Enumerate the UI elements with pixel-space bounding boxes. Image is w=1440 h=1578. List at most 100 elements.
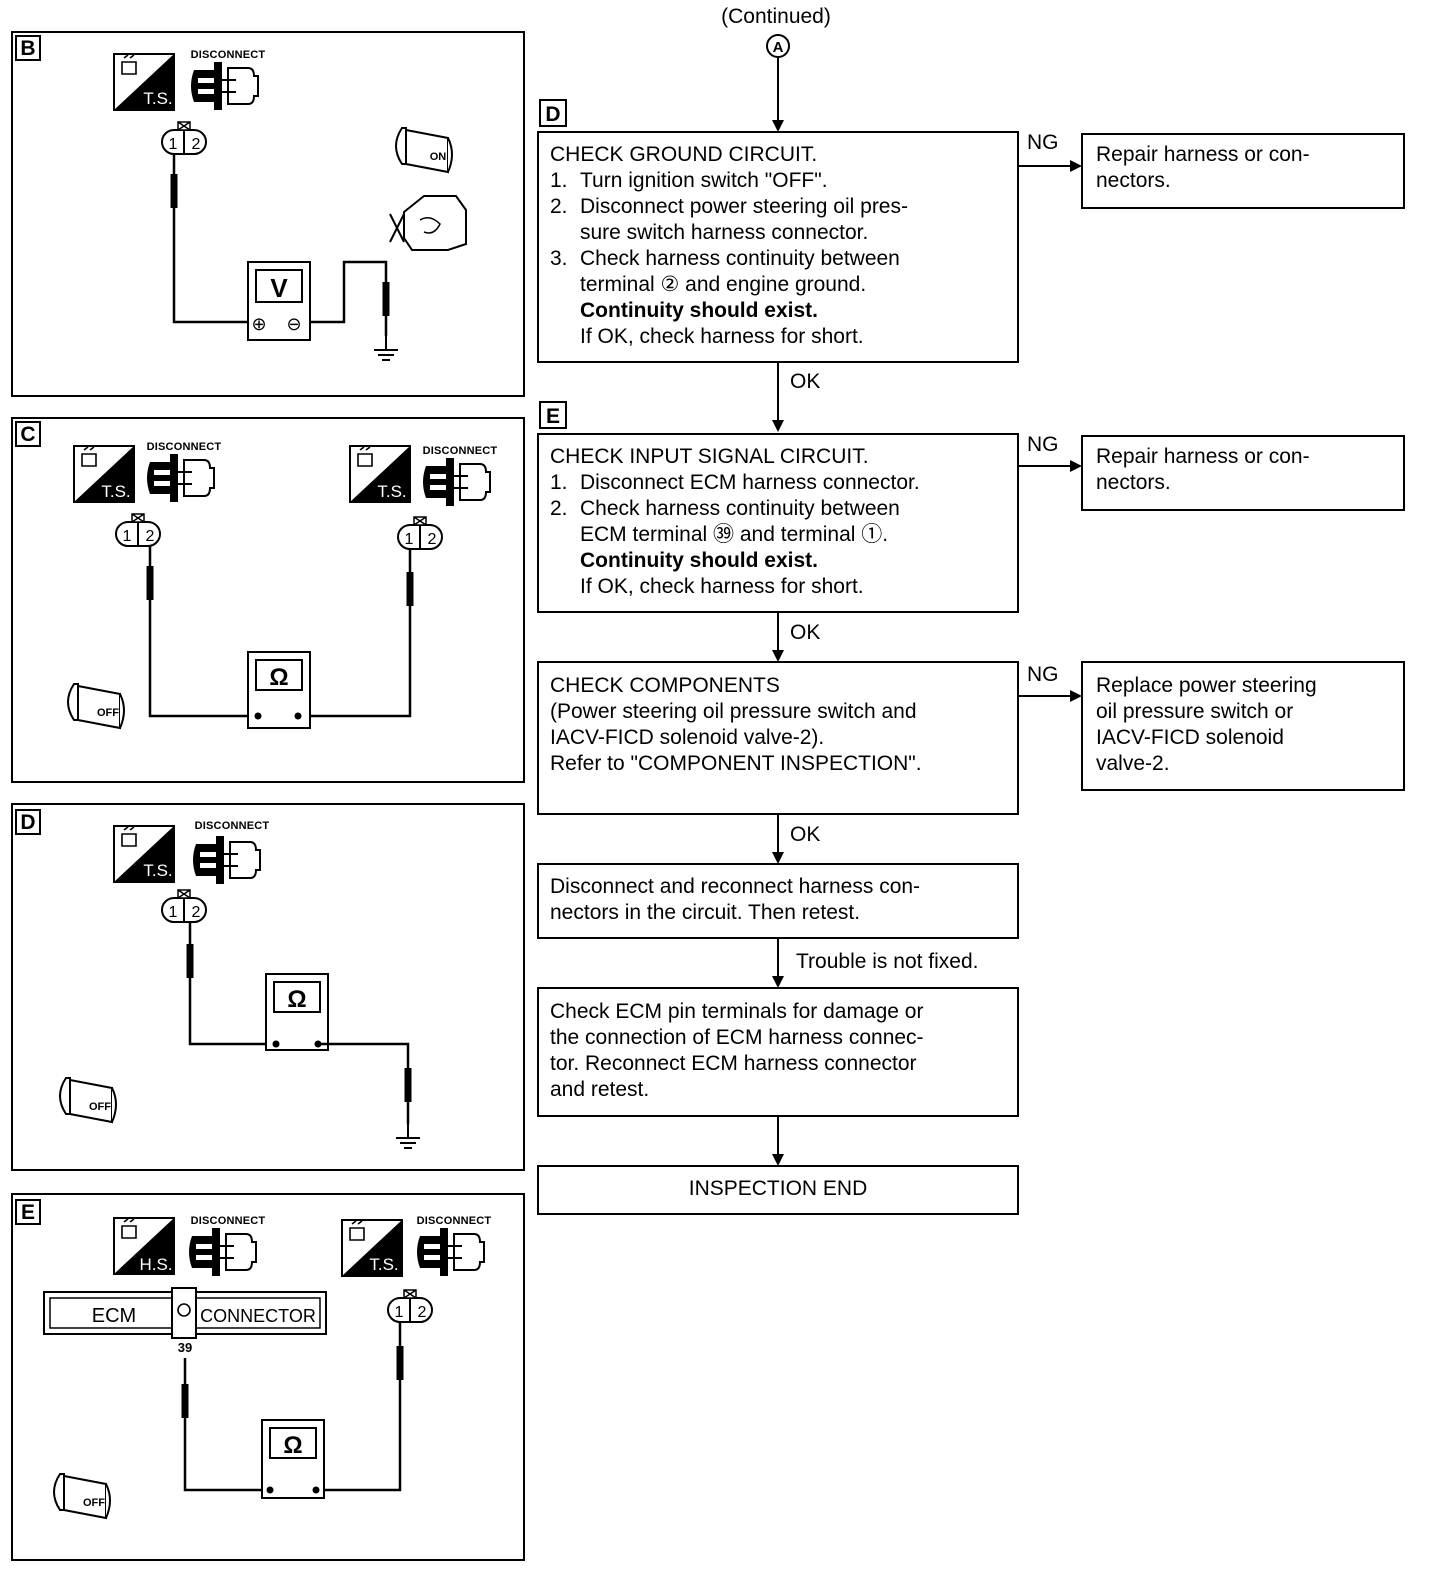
panel-d-key-label: OFF [89, 1101, 111, 1113]
step-e-num-2: 2. [550, 497, 568, 520]
panel-c-right-terminal-2: 2 [428, 531, 437, 548]
panel-c-disconnect-right: DISCONNECT [423, 445, 498, 457]
step-e-title: CHECK INPUT SIGNAL CIRCUIT. [550, 445, 869, 468]
probe-lead-d-icon [186, 944, 194, 978]
panel-c-key-label: OFF [97, 707, 119, 719]
step-components-line-1: CHECK COMPONENTS [550, 674, 780, 697]
step-components-line-3: IACV-FICD solenoid valve-2). [550, 726, 824, 749]
step-components-ng-box [1081, 661, 1405, 791]
probe-lead-e-right-icon [396, 1346, 404, 1380]
ecm-label: ECM [92, 1305, 136, 1327]
panel-b-disconnect-label: DISCONNECT [191, 49, 266, 61]
step-d-line-2: Disconnect power steering oil pres- [580, 195, 908, 218]
step-d-num-1: 1. [550, 169, 568, 192]
step-reconnect-line-1: Disconnect and reconnect harness con- [550, 875, 920, 898]
continued-label: (Continued) [721, 5, 831, 28]
step-e-ng-line-2: nectors. [1096, 471, 1171, 494]
step-d-ng-box [1081, 133, 1405, 209]
connector-a-icon [766, 34, 790, 58]
step-d-title: CHECK GROUND CIRCUIT. [550, 143, 817, 166]
probe-lead-left-icon [146, 566, 154, 600]
step-e-num-1: 1. [550, 471, 568, 494]
panel-b-tag: B [20, 37, 35, 60]
ohmmeter-e-label: Ω [283, 1432, 302, 1459]
step-components-line-4: Refer to "COMPONENT INSPECTION". [550, 752, 922, 775]
step-e-ng-line-1: Repair harness or con- [1096, 445, 1310, 468]
step-d-ng-label: NG [1027, 131, 1059, 154]
step-components-ng-line-2: oil pressure switch or [1096, 700, 1293, 723]
step-e-ok-label: OK [790, 621, 820, 644]
panel-e-tag-box [15, 1199, 41, 1225]
inspection-end-box [537, 1165, 1019, 1215]
ohmmeter-c-display [255, 659, 303, 691]
ground-lead-d-icon [404, 1068, 412, 1102]
step-e-emphasis: Continuity should exist. [580, 549, 818, 572]
panel-c: C T.S. DISCONNECT T.S. DISCONNECT 1 2 1 … [11, 417, 525, 783]
ohmmeter-c-label: Ω [269, 664, 288, 691]
voltmeter-positive: ⊕ [251, 314, 266, 334]
panel-e-probe-left: H.S. [139, 1255, 172, 1274]
step-d-line-3: sure switch harness connector. [580, 221, 868, 244]
panel-b-probe-label: T.S. [143, 89, 172, 108]
step-d-ng-line-1: Repair harness or con- [1096, 143, 1310, 166]
step-e-box [537, 433, 1019, 613]
panel-c-left-terminal-1: 1 [123, 528, 132, 545]
step-d-tag-box [539, 99, 567, 127]
step-reconnect-next-label: Trouble is not fixed. [796, 950, 978, 973]
step-e-ng-label: NG [1027, 433, 1059, 456]
probe-lead-e-left-icon [181, 1384, 189, 1418]
panel-e: E H.S. DISCONNECT T.S. DISCONNECT ECM CO… [11, 1193, 525, 1561]
step-e-line-2: Check harness continuity between [580, 497, 900, 520]
panel-d-disconnect-label: DISCONNECT [195, 820, 270, 832]
step-d-tag: D [545, 103, 560, 126]
step-d-box [537, 131, 1019, 363]
panel-c-tag: C [20, 423, 35, 446]
panel-d-terminal-1: 1 [169, 904, 178, 921]
engine-icon [389, 195, 467, 251]
step-ecm-line-4: and retest. [550, 1078, 649, 1101]
step-components-ng-label: NG [1027, 663, 1059, 686]
panel-d-probe-label: T.S. [143, 861, 172, 880]
ohmmeter-d-display [273, 981, 321, 1013]
inspection-end-label: INSPECTION END [689, 1177, 868, 1200]
panel-c-tag-box [15, 421, 41, 447]
step-ecm-line-3: tor. Reconnect ECM harness connector [550, 1052, 917, 1075]
panel-c-probe-left: T.S. [101, 482, 130, 501]
step-d-ng-line-2: nectors. [1096, 169, 1171, 192]
probe-lead-icon [170, 174, 178, 208]
ground-lead-icon [382, 282, 390, 316]
step-components-line-2: (Power steering oil pressure switch and [550, 700, 917, 723]
step-e-tag-box [539, 401, 567, 429]
step-components-box [537, 661, 1019, 815]
step-components-ng-line-1: Replace power steering [1096, 674, 1317, 697]
ohmmeter-d-label: Ω [287, 986, 306, 1013]
voltmeter-label: V [270, 273, 288, 303]
panel-b-key-label: ON [430, 151, 447, 163]
voltmeter-negative: ⊖ [286, 314, 301, 334]
panel-e-disconnect-right: DISCONNECT [417, 1215, 492, 1227]
panel-b-probe-wire [172, 154, 248, 324]
step-reconnect-line-2: nectors in the circuit. Then retest. [550, 901, 860, 924]
panel-b: B T.S. DISCONNECT 1 2 V ⊕ ⊖ ON [11, 31, 525, 397]
ecm-connector-icon [43, 1287, 327, 1339]
step-components-ng-line-3: IACV-FICD solenoid [1096, 726, 1284, 749]
panel-c-probe-right: T.S. [377, 482, 406, 501]
step-d-note: If OK, check harness for short. [580, 325, 864, 348]
panel-e-probe-right: T.S. [369, 1255, 398, 1274]
probe-lead-right-icon [406, 572, 414, 606]
step-e-line-1: Disconnect ECM harness connector. [580, 471, 920, 494]
panel-e-disconnect-left: DISCONNECT [191, 1215, 266, 1227]
panel-b-terminal-1: 1 [169, 136, 178, 153]
panel-c-left-terminal-2: 2 [146, 528, 155, 545]
step-components-ok-label: OK [790, 823, 820, 846]
panel-d-tag-box [15, 809, 41, 835]
panel-b-terminal-2: 2 [192, 136, 201, 153]
ohmmeter-e-display [269, 1427, 317, 1459]
panel-e-terminal-2: 2 [418, 1304, 427, 1321]
step-ecm-box [537, 987, 1019, 1117]
step-d-num-2: 2. [550, 195, 568, 218]
step-d-line-1: Turn ignition switch "OFF". [580, 169, 828, 192]
voltmeter-display [255, 269, 303, 303]
panel-d-tag: D [20, 811, 35, 834]
